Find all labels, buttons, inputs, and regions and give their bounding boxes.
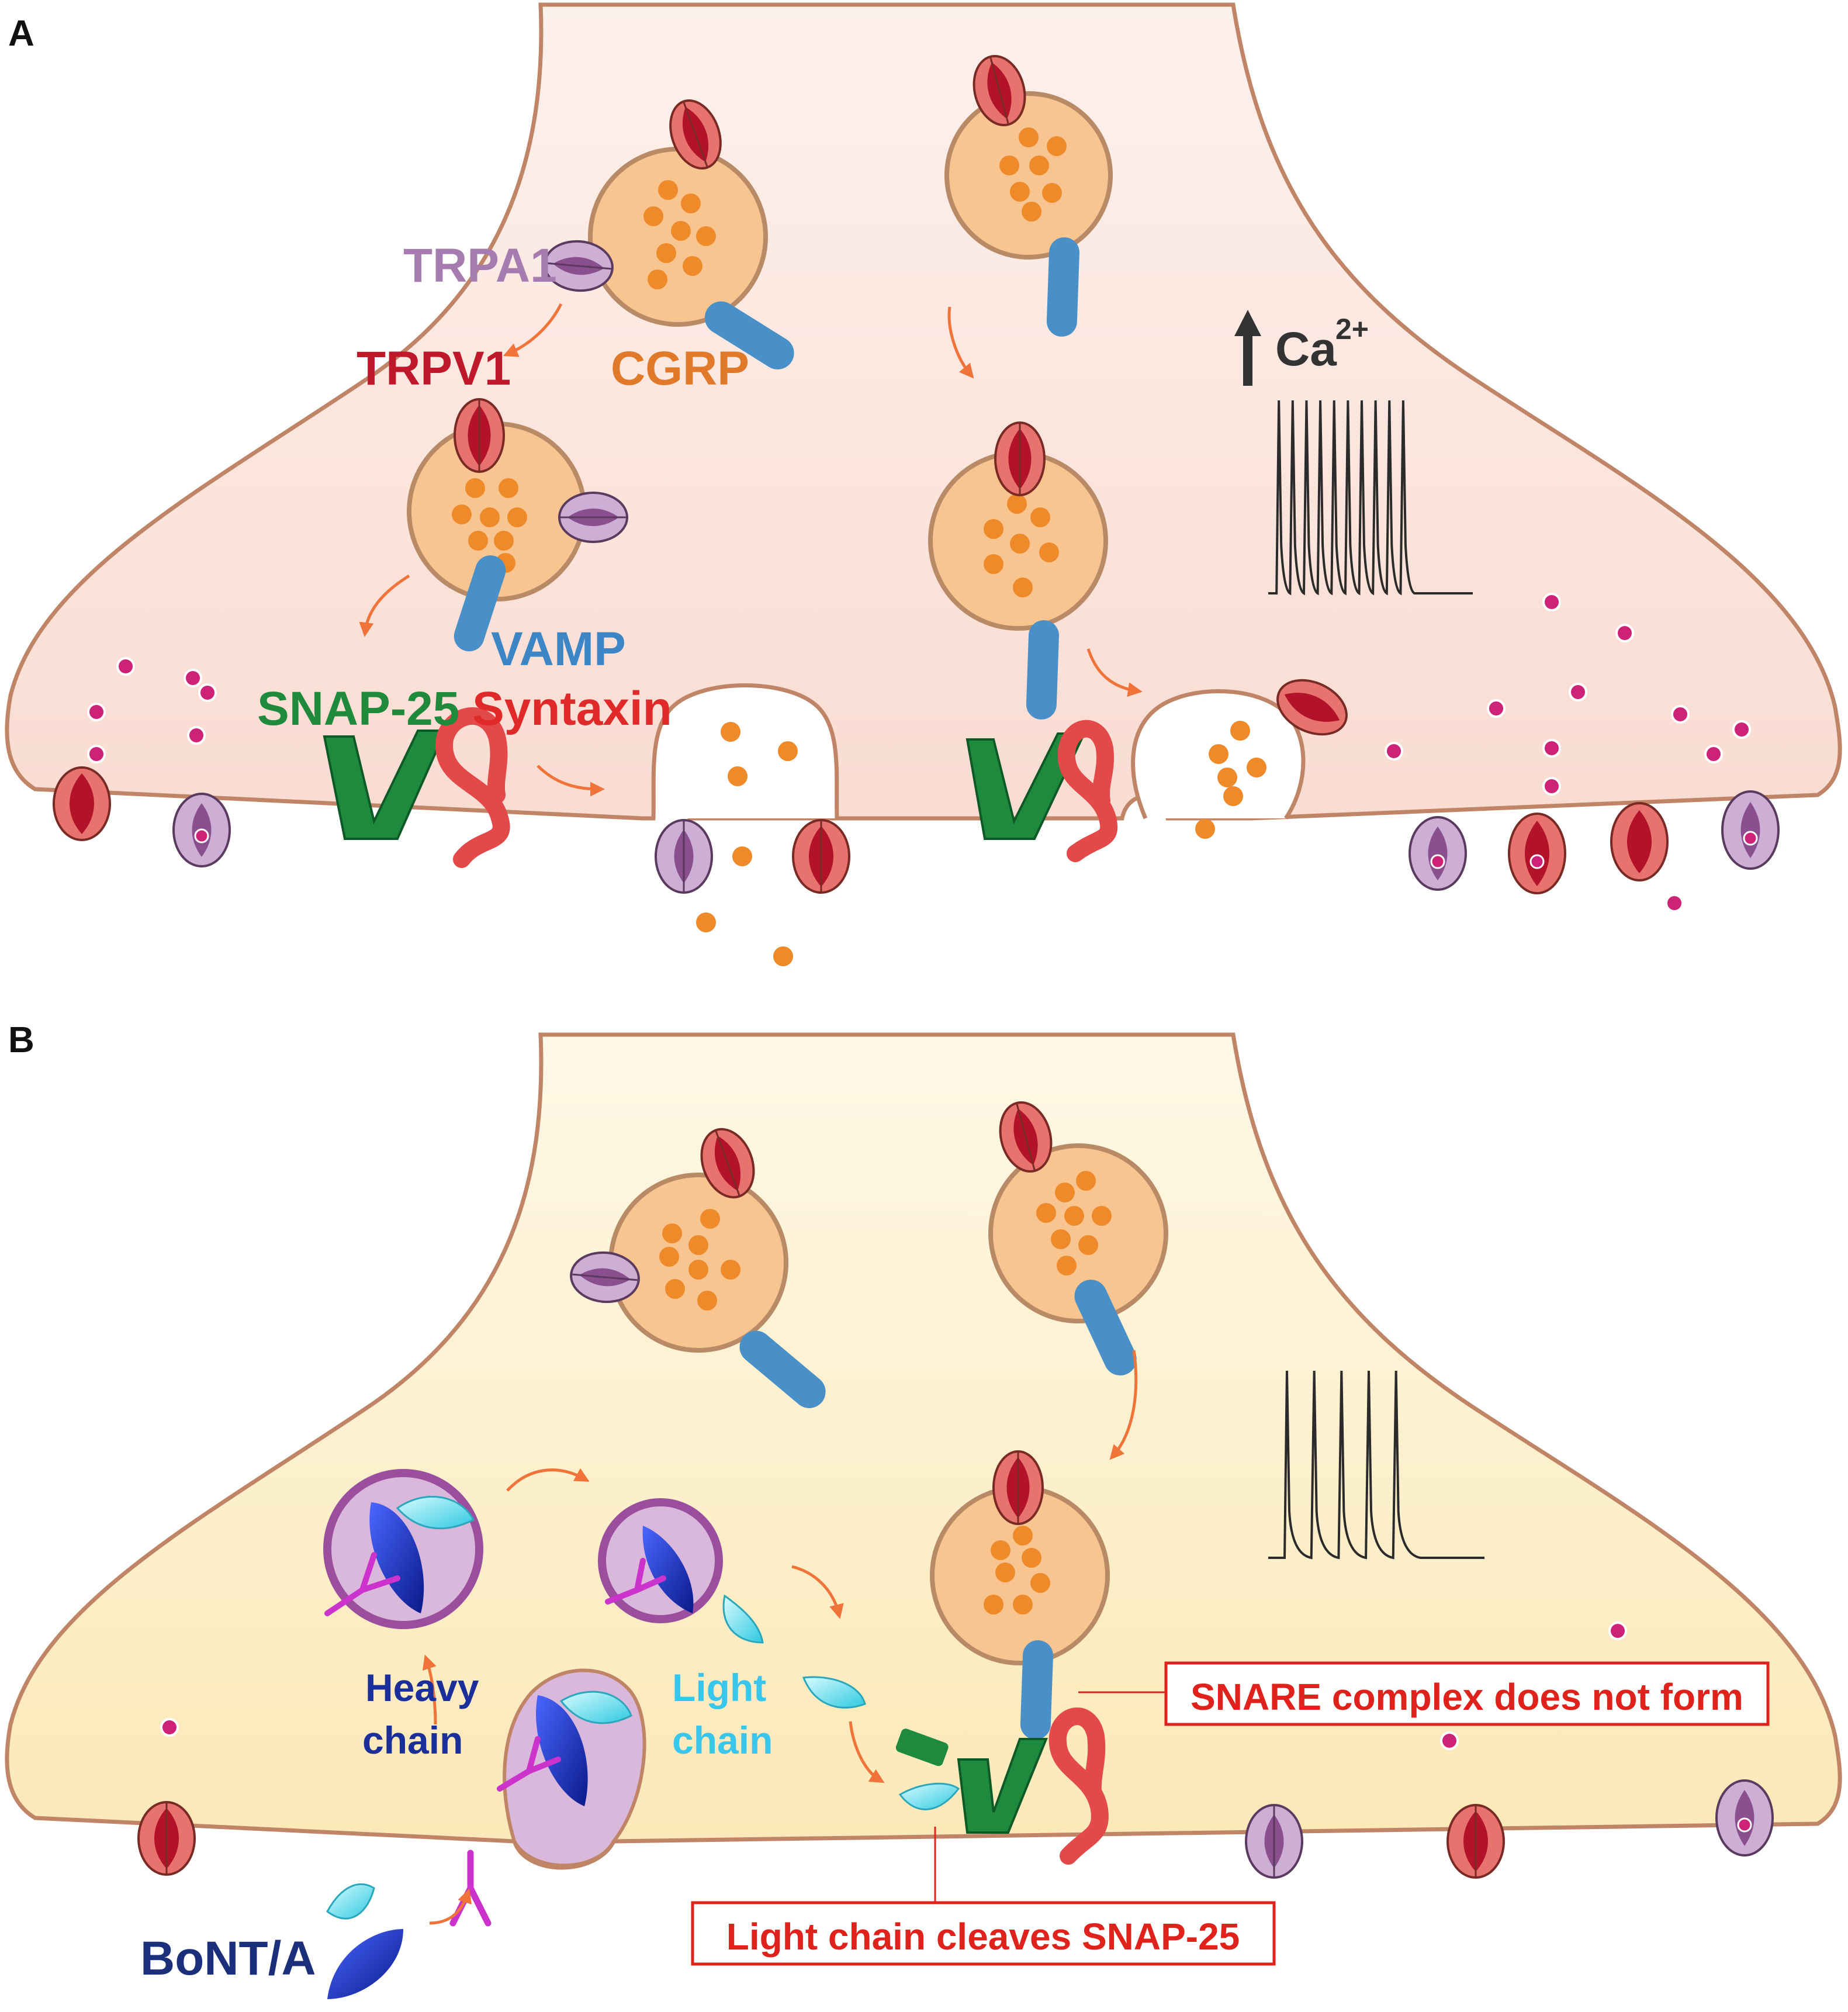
- trpa1-channel: [1715, 1779, 1774, 1857]
- trpa1-channel: [570, 1251, 640, 1304]
- label-bont: BoNT/A: [140, 1932, 316, 1985]
- receptor: [324, 1552, 400, 1616]
- vamp-a1: [704, 301, 794, 369]
- label-snap25: SNAP-25: [257, 682, 459, 735]
- panel-b-letter: B: [8, 1020, 34, 1060]
- label-light-chain-line2: chain: [672, 1719, 773, 1762]
- vesicle-b3: [930, 1450, 1110, 1740]
- trpa1-channel: [655, 819, 713, 894]
- trpv1-channel: [454, 398, 505, 473]
- label-trpv1: TRPV1: [357, 342, 511, 395]
- trpa1-channel: [558, 492, 628, 543]
- light-chain: [802, 1676, 866, 1709]
- trpv1-channel: [53, 766, 111, 841]
- label-syntaxin: Syntaxin: [472, 682, 672, 735]
- trpa1-channel: [172, 793, 231, 867]
- light-chain: [396, 1495, 475, 1530]
- panel-a: A: [5, 2, 1842, 966]
- trpv1-channel: [1508, 813, 1566, 894]
- toxin-entering: [497, 1691, 632, 1806]
- trpv1-channel: [992, 1450, 1044, 1525]
- vamp-b2: [1074, 1280, 1137, 1376]
- bont-toxin: [326, 1883, 403, 1999]
- panel-a-letter: A: [8, 13, 34, 54]
- label-trpa1: TRPA1: [403, 239, 557, 292]
- vamp-a4: [1026, 620, 1060, 720]
- heavy-chain: [642, 1526, 694, 1613]
- trpv1-channel: [700, 1128, 755, 1199]
- cleave-note-box: [691, 1901, 1276, 1966]
- trpv1-channel: [137, 1801, 196, 1876]
- vamp-b1: [739, 1330, 826, 1408]
- calcium-rise-indicator: Ca 2+: [1234, 310, 1369, 386]
- label-cgrp: CGRP: [611, 342, 749, 395]
- vesicle-a1: [544, 99, 794, 369]
- label-light-chain-line1: Light: [672, 1666, 766, 1709]
- vesicle-b1: [570, 1128, 826, 1408]
- vesicle-a3: [944, 55, 1113, 337]
- endosome-2: [598, 1498, 764, 1644]
- calcium-label: Ca: [1275, 323, 1337, 376]
- heavy-chain: [327, 1929, 403, 1999]
- trpv1-channel: [994, 421, 1046, 496]
- membrane-channels-b: [137, 1779, 1774, 1879]
- trpv1-channel: [669, 99, 722, 170]
- trpv1-channel: [1446, 1804, 1505, 1879]
- trpv1-channel: [999, 1101, 1053, 1173]
- calcium-charge-label: 2+: [1335, 313, 1369, 345]
- fusion-pore-1: [651, 683, 839, 819]
- label-vamp: VAMP: [491, 623, 626, 676]
- vamp-a3: [1046, 237, 1080, 337]
- trpa1-channel: [1721, 790, 1780, 870]
- calcium-ions-a: [87, 593, 1751, 912]
- vamp-b3: [1020, 1640, 1054, 1740]
- trpv1-channel: [1610, 802, 1669, 881]
- light-chain: [326, 1883, 375, 1920]
- action-potential-trace-b: [1268, 1370, 1484, 1560]
- panel-b: B: [5, 1020, 1842, 1999]
- trpv1-channel: [973, 55, 1026, 126]
- snare-note-text: SNARE complex does not form: [1191, 1676, 1743, 1718]
- endosome-1: [323, 1469, 483, 1629]
- syntaxin-protein: [1057, 720, 1118, 862]
- heavy-chain: [369, 1502, 424, 1613]
- trpv1-channel: [792, 819, 850, 894]
- label-heavy-chain-line2: chain: [362, 1719, 463, 1762]
- heavy-chain: [536, 1695, 588, 1806]
- syntaxin-protein: [435, 707, 510, 868]
- trpa1-channel: [544, 240, 614, 292]
- light-chain: [559, 1691, 632, 1724]
- vesicle-a4: [928, 421, 1108, 720]
- vamp-a2: [454, 555, 506, 652]
- calcium-ions-b: [160, 1622, 1627, 1750]
- membrane-channels-a: [53, 679, 1780, 894]
- trpv1-channel: [1276, 679, 1348, 736]
- trpa1-channel: [1245, 1804, 1303, 1879]
- snap25-protein: [323, 730, 448, 840]
- cleave-note-text: Light chain cleaves SNAP-25: [726, 1916, 1240, 1958]
- receptor: [605, 1558, 666, 1605]
- action-potential-trace-a: [1268, 400, 1473, 596]
- vesicle-b2: [988, 1101, 1168, 1376]
- trpa1-channel: [1409, 816, 1467, 891]
- vesicle-a2: [407, 398, 628, 652]
- receptor: [497, 1736, 561, 1792]
- arrows-a: [359, 303, 1143, 797]
- syntaxin-protein: [1048, 1707, 1109, 1865]
- nerve-terminal-b: [5, 1032, 1842, 1870]
- released-cgrp-a: [696, 721, 1266, 966]
- snare-note-box: [1164, 1661, 1770, 1726]
- arrows-b: [422, 1350, 1138, 1925]
- light-chain: [898, 1782, 960, 1810]
- label-heavy-chain-line1: Heavy: [365, 1666, 479, 1709]
- snap25-cleaved-fragment: [895, 1728, 949, 1766]
- light-chain: [722, 1594, 764, 1644]
- snap25-protein: [957, 1738, 1048, 1834]
